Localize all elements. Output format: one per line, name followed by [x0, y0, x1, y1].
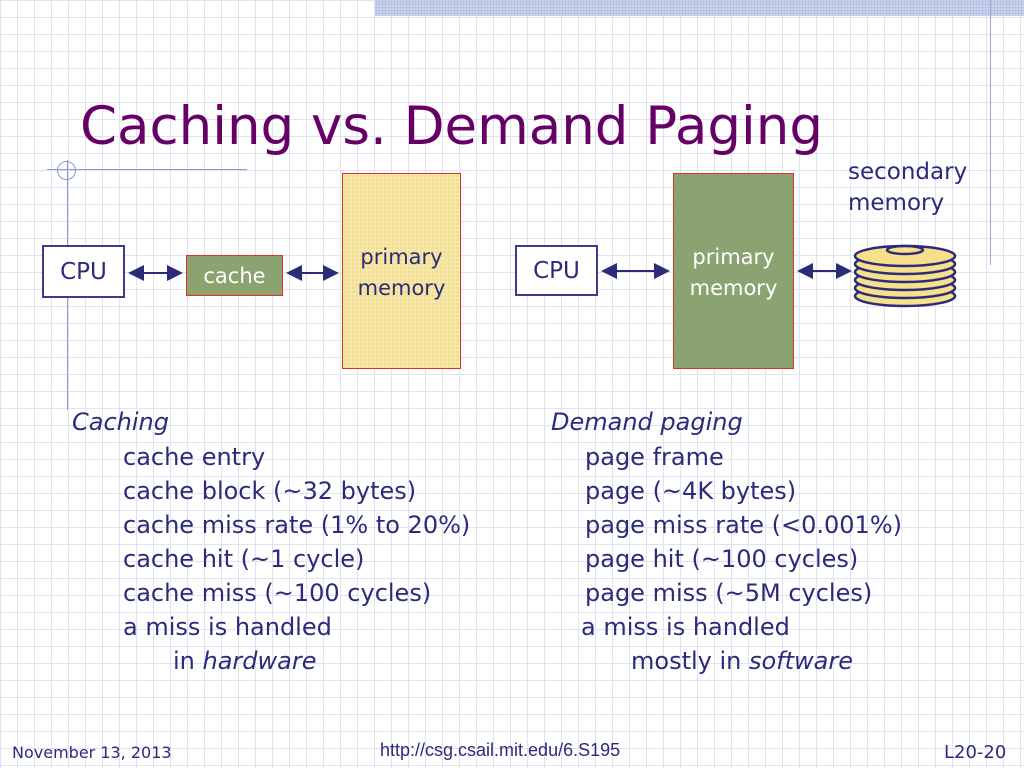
- caching-handled-prefix: in: [173, 647, 203, 675]
- paging-handled-detail: mostly in software: [631, 647, 853, 675]
- disk-stack-icon: [853, 244, 957, 308]
- cache-label: cache: [203, 263, 266, 288]
- primary-memory-label-left-line1: primary: [360, 245, 443, 269]
- paging-item-miss: page miss (~5M cycles): [585, 579, 873, 607]
- primary-memory-box-right: primary memory: [673, 173, 794, 369]
- cache-box: cache: [186, 255, 283, 296]
- cpu-box-left: CPU: [42, 245, 125, 298]
- cpu-label-right: CPU: [533, 257, 580, 284]
- caching-item-miss-rate: cache miss rate (1% to 20%): [123, 511, 471, 539]
- caching-item-miss: cache miss (~100 cycles): [123, 579, 432, 607]
- cpu-label-left: CPU: [60, 258, 107, 285]
- caching-item-hit: cache hit (~1 cycle): [123, 545, 365, 573]
- caching-item-entry: cache entry: [123, 443, 266, 471]
- paging-item-page: page (~4K bytes): [585, 477, 797, 505]
- paging-item-hit: page hit (~100 cycles): [585, 545, 859, 573]
- caching-item-block: cache block (~32 bytes): [123, 477, 417, 505]
- secondary-memory-label: secondary memory: [848, 157, 967, 219]
- paging-heading: Demand paging: [551, 408, 743, 436]
- cpu-box-right: CPU: [515, 245, 598, 296]
- title-decorative-line: [47, 169, 247, 170]
- right-decorative-line: [990, 0, 991, 265]
- caching-handled-detail: in hardware: [173, 647, 317, 675]
- footer-date: November 13, 2013: [12, 743, 172, 762]
- primary-memory-label-right-line2: memory: [689, 276, 778, 300]
- slide-number: L20-20: [944, 742, 1007, 763]
- primary-memory-label-left-line2: memory: [357, 276, 446, 300]
- secondary-memory-label-line2: memory: [848, 190, 945, 216]
- decorative-circle: [57, 161, 76, 180]
- caching-handled-emph: hardware: [202, 647, 317, 675]
- paging-handled-prefix: mostly in: [631, 647, 749, 675]
- primary-memory-label-right-line1: primary: [692, 245, 775, 269]
- caching-item-handled: a miss is handled: [123, 613, 332, 641]
- top-decorative-band: [375, 0, 1024, 16]
- paging-item-miss-rate: page miss rate (<0.001%): [585, 511, 902, 539]
- caching-heading: Caching: [72, 408, 169, 436]
- primary-memory-box-left: primary memory: [342, 173, 461, 369]
- paging-item-handled: a miss is handled: [581, 613, 790, 641]
- footer-url[interactable]: http://csg.csail.mit.edu/6.S195: [380, 740, 621, 760]
- slide-title: Caching vs. Demand Paging: [80, 96, 823, 157]
- secondary-memory-label-line1: secondary: [848, 159, 968, 185]
- paging-handled-emph: software: [748, 647, 853, 675]
- paging-item-frame: page frame: [585, 443, 724, 471]
